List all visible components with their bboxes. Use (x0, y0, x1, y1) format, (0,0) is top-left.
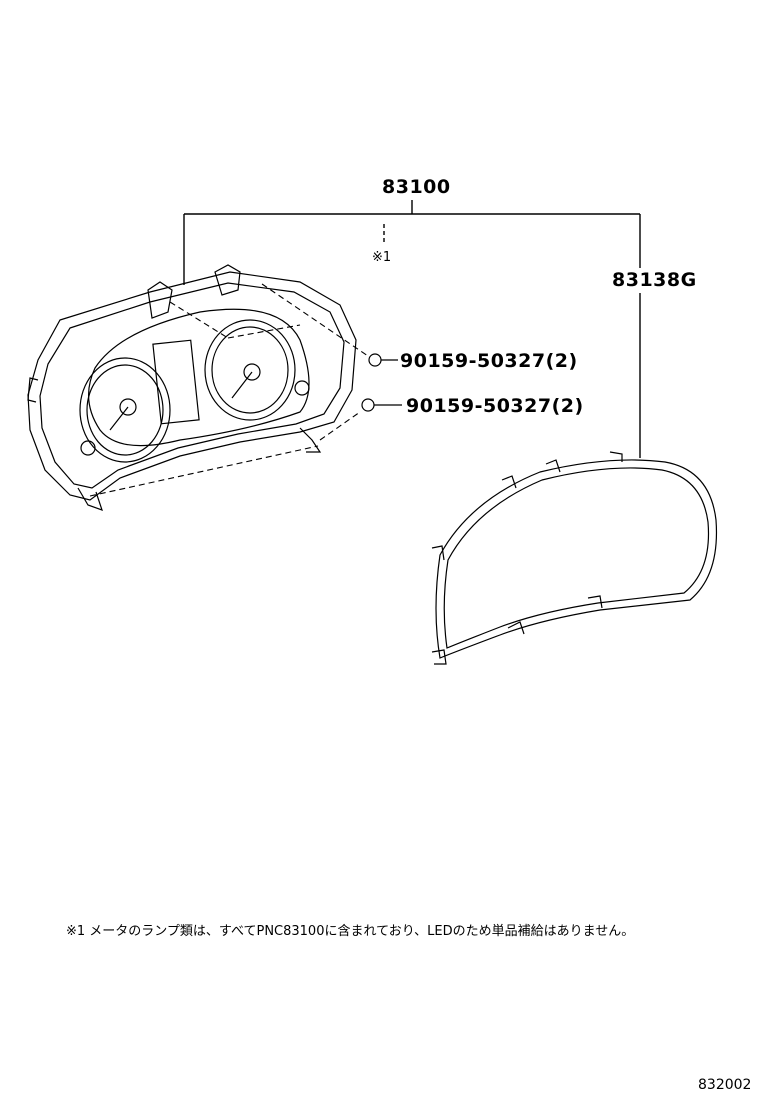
part-number-cover: 83138G (612, 269, 697, 291)
part-number-meter-assy: 83100 (382, 176, 451, 198)
dashed-leaders (89, 283, 369, 497)
lamp-note-reference: ※1 (372, 250, 392, 265)
combination-meter-drawing (27, 264, 357, 511)
screw-upper-drawing (368, 353, 398, 367)
illustration-id: 832002 (698, 1077, 752, 1093)
leader-83100 (183, 200, 641, 458)
meter-cover-drawing (431, 451, 718, 665)
part-number-screw-lower: 90159-50327(2) (406, 395, 584, 417)
part-number-screw-upper: 90159-50327(2) (400, 350, 578, 372)
screw-lower-drawing (361, 398, 402, 412)
footnote: ※1 メータのランプ類は、すべてPNC83100に含まれており、LEDのため単品… (66, 924, 635, 939)
